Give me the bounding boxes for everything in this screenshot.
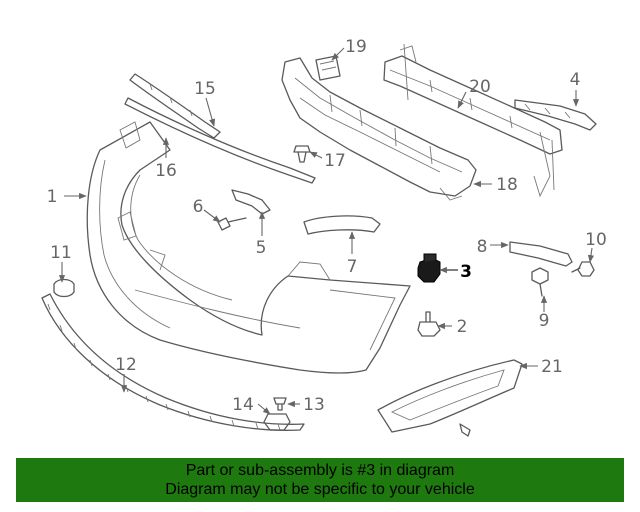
clip-11	[53, 278, 75, 298]
screw-6	[217, 217, 247, 231]
callout-20: 20	[469, 77, 491, 97]
banner-line-disclaimer: Diagram may not be specific to your vehi…	[165, 481, 475, 498]
callout-1: 1	[47, 187, 58, 207]
banner-line-part-info: Part or sub-assembly is #3 in diagram	[185, 462, 455, 479]
callout-10: 10	[585, 230, 607, 250]
callout-8: 8	[477, 237, 488, 257]
callout-labels: 1 2 3 4 5 6 7 8 9 10 11 12 13 14 15 16 1…	[47, 37, 607, 415]
clip-17	[293, 145, 311, 163]
callout-12: 12	[115, 355, 137, 375]
callout-19: 19	[345, 37, 367, 57]
callout-21: 21	[541, 357, 563, 377]
callout-7: 7	[347, 257, 358, 277]
info-banner: Part or sub-assembly is #3 in diagram Di…	[16, 458, 624, 502]
upper-cover-strip	[129, 73, 221, 139]
parts-diagram: 1 2 3 4 5 6 7 8 9 10 11 12 13 14 15 16 1…	[41, 37, 607, 437]
callout-4: 4	[570, 70, 581, 90]
callout-9: 9	[539, 311, 550, 331]
bracket-19	[315, 55, 341, 81]
callout-16: 16	[155, 161, 177, 181]
nut-3	[417, 253, 441, 283]
upper-seal-strip	[124, 97, 316, 184]
bracket-8	[509, 241, 573, 267]
lower-spoiler-strip	[41, 293, 305, 431]
callout-2: 2	[457, 317, 468, 337]
callout-11: 11	[50, 243, 72, 263]
energy-absorber	[281, 57, 477, 201]
bolt-10	[571, 261, 595, 277]
callout-17: 17	[324, 151, 346, 171]
clip-13	[273, 397, 287, 411]
fog-lamp-bezel	[377, 359, 523, 437]
side-bracket-4	[514, 99, 597, 131]
callout-15: 15	[194, 79, 216, 99]
bolt-9	[531, 267, 549, 297]
bumper-cover	[86, 121, 411, 374]
callout-18: 18	[496, 175, 518, 195]
clip-14	[263, 413, 291, 431]
reinforcement-beam	[383, 43, 563, 198]
callout-3-highlighted: 3	[460, 262, 472, 282]
callout-5: 5	[256, 238, 267, 258]
callout-14: 14	[232, 395, 254, 415]
callout-6: 6	[193, 197, 204, 217]
bracket-7	[303, 215, 381, 235]
callout-13: 13	[303, 395, 325, 415]
bolt-2	[417, 311, 441, 337]
bracket-5	[231, 189, 271, 215]
leader-lines	[58, 47, 595, 415]
